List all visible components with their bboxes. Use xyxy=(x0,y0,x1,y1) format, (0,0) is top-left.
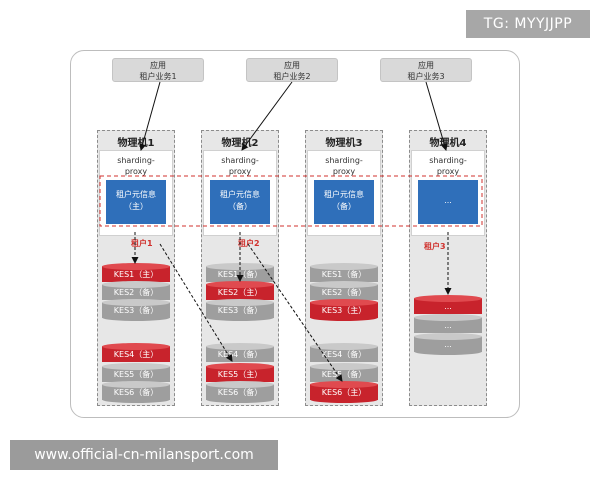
meta-box-3: 租户元信息（备） xyxy=(314,180,374,224)
arrow-t1-kes5 xyxy=(159,243,233,362)
app-box-1: 应用租户业务1 xyxy=(112,58,204,82)
disk-m2-kes5: KES5（主） xyxy=(206,363,274,382)
arrow-app1-proxy1 xyxy=(139,81,161,151)
tenant-1-label: 租户1 xyxy=(131,239,153,248)
disk-m1-kes4: KES4（主） xyxy=(102,343,170,362)
disk-m4-2: ... xyxy=(414,314,482,333)
machine-2-label: 物理机2 xyxy=(221,138,259,149)
disk-m3-kes2: KES2（备） xyxy=(310,281,378,300)
app-box-2: 应用租户业务2 xyxy=(246,58,338,82)
arrow-app3-proxy4 xyxy=(425,81,448,151)
proxy-1-label: sharding-proxy xyxy=(117,156,155,176)
disk-m2-kes2: KES2（主） xyxy=(206,281,274,300)
disk-m1-kes1: KES1（主） xyxy=(102,263,170,282)
tenant-3-label: 租户3 xyxy=(424,242,446,251)
proxy-3-label: sharding-proxy xyxy=(325,156,363,176)
disk-m3-kes1: KES1（备） xyxy=(310,263,378,282)
disk-m2-kes3: KES3（备） xyxy=(206,299,274,321)
meta-box-2: 租户元信息（备） xyxy=(210,180,270,224)
tenant-2-label: 租户2 xyxy=(238,239,260,248)
arrow-t2-kes6 xyxy=(247,243,343,382)
disk-m3-kes5: KES5（备） xyxy=(310,363,378,382)
meta-box-4: ... xyxy=(418,180,478,224)
machine-4-label: 物理机4 xyxy=(429,138,467,149)
disk-m1-kes5: KES5（备） xyxy=(102,363,170,382)
disk-m4-1: ... xyxy=(414,295,482,314)
tenant-metadata-boundary xyxy=(99,175,483,227)
proxy-4-label: sharding-proxy xyxy=(429,156,467,176)
disk-m2-kes6: KES6（备） xyxy=(206,381,274,403)
arrow-app2-proxy2 xyxy=(241,81,293,151)
disk-m3-kes3: KES3（主） xyxy=(310,299,378,321)
disk-m3-kes6: KES6（主） xyxy=(310,381,378,403)
tag-label: TG: MYYJJPP xyxy=(466,10,590,38)
disk-m3-kes4: KES4（备） xyxy=(310,343,378,362)
disk-m1-kes2: KES2（备） xyxy=(102,281,170,300)
disk-m2-kes4: KES4（备） xyxy=(206,343,274,362)
disk-m1-kes3: KES3（备） xyxy=(102,299,170,321)
meta-box-1: 租户元信息（主） xyxy=(106,180,166,224)
proxy-2-label: sharding-proxy xyxy=(221,156,259,176)
disk-m4-3: ... xyxy=(414,333,482,355)
machine-1-label: 物理机1 xyxy=(117,138,155,149)
machine-3-label: 物理机3 xyxy=(325,138,363,149)
app-box-3: 应用租户业务3 xyxy=(380,58,472,82)
watermark-url: www.official-cn-milansport.com xyxy=(10,440,278,470)
disk-m1-kes6: KES6（备） xyxy=(102,381,170,403)
